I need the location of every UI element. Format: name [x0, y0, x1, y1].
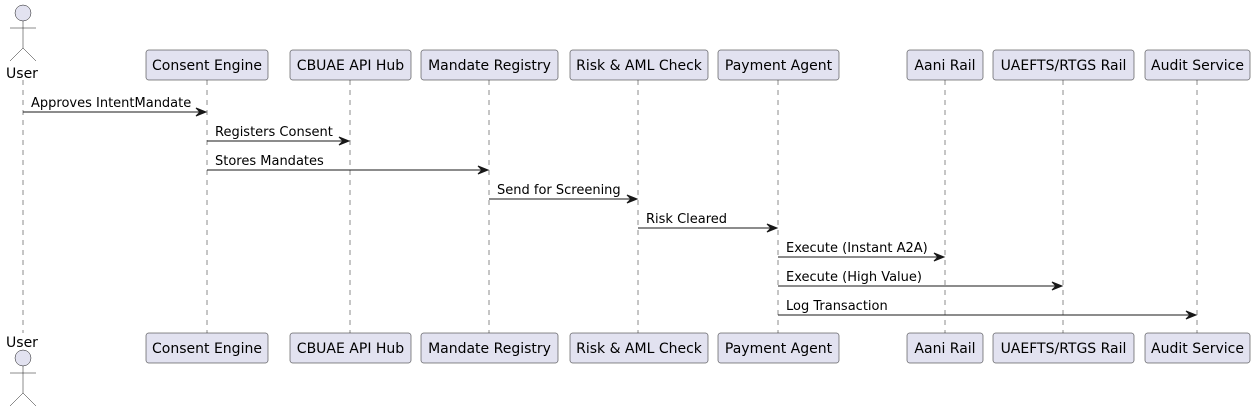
actor-label: User [6, 335, 38, 351]
participant-risk-aml-check-bottom: Risk & AML Check [569, 332, 709, 364]
arrowhead-icon [933, 252, 946, 262]
participant-label: Risk & AML Check [576, 58, 703, 74]
message-arrow: Stores Mandates [207, 154, 490, 175]
message-arrow: Risk Cleared [638, 212, 779, 233]
message-label: Execute (High Value) [786, 270, 922, 285]
participant-box [569, 49, 709, 81]
message-label: Stores Mandates [215, 154, 324, 169]
participant-label: UAEFTS/RTGS Rail [1001, 341, 1127, 357]
participant-box [420, 49, 559, 81]
participant-label: Payment Agent [725, 341, 833, 357]
participant-aani-rail-bottom: Aani Rail [906, 332, 984, 364]
message-label: Send for Screening [497, 183, 621, 198]
participant-box [1144, 49, 1251, 81]
message-label: Risk Cleared [646, 212, 727, 227]
message-label: Execute (Instant A2A) [786, 241, 928, 256]
participant-cbuae-api-hub-bottom: CBUAE API Hub [289, 332, 412, 364]
arrowhead-icon [338, 136, 351, 146]
participant-box [1144, 332, 1251, 364]
participant-payment-agent-top: Payment Agent [717, 49, 840, 81]
participant-uaefts-rtgs-rail-top: UAEFTS/RTGS Rail [992, 49, 1135, 81]
participant-label: Consent Engine [152, 58, 262, 74]
arrowhead-icon [477, 165, 490, 175]
actor-user-bottom: User [6, 4, 38, 82]
participant-box [992, 332, 1135, 364]
participant-label: Aani Rail [914, 341, 975, 357]
participant-risk-aml-check-top: Risk & AML Check [569, 49, 709, 81]
participant-label: Aani Rail [914, 58, 975, 74]
actor-user-top: User [6, 335, 38, 407]
participant-label: CBUAE API Hub [297, 58, 404, 74]
participant-box [145, 49, 269, 81]
participant-audit-service-top: Audit Service [1144, 49, 1251, 81]
actor-head-icon [14, 349, 32, 367]
participant-mandate-registry-top: Mandate Registry [420, 49, 559, 81]
participant-payment-agent-bottom: Payment Agent [717, 332, 840, 364]
actor-legs [9, 392, 37, 407]
message-arrow: Send for Screening [489, 183, 639, 204]
participant-box [145, 332, 269, 364]
participant-box [289, 332, 412, 364]
arrowhead-icon [1185, 310, 1198, 320]
participant-label: Mandate Registry [428, 58, 551, 74]
participant-box [289, 49, 412, 81]
participant-box [569, 332, 709, 364]
participant-box [420, 332, 559, 364]
participant-box [992, 49, 1135, 81]
participant-label: CBUAE API Hub [297, 341, 404, 357]
message-label: Registers Consent [215, 125, 333, 140]
bottom-participant-row: User Consent Engine CBUAE API Hub Mandate R… [6, 332, 1251, 407]
participant-cbuae-api-hub-top: CBUAE API Hub [289, 49, 412, 81]
participant-uaefts-rtgs-rail-bottom: UAEFTS/RTGS Rail [992, 332, 1135, 364]
actor-legs [9, 47, 37, 62]
participant-audit-service-bottom: Audit Service [1144, 332, 1251, 364]
participant-label: Mandate Registry [428, 341, 551, 357]
lifelines [22, 80, 1198, 333]
participant-mandate-registry-bottom: Mandate Registry [420, 332, 559, 364]
message-arrow: Execute (High Value) [778, 270, 1064, 291]
actor-label: User [6, 66, 38, 82]
participant-label: Risk & AML Check [576, 341, 703, 357]
actor-head-icon [14, 4, 32, 22]
participant-label: Audit Service [1151, 341, 1244, 357]
participant-label: Audit Service [1151, 58, 1244, 74]
message-arrow: Registers Consent [207, 125, 351, 146]
participant-consent-engine-top: Consent Engine [145, 49, 269, 81]
message-arrow: Approves IntentMandate [23, 96, 208, 117]
participant-box [717, 332, 840, 364]
message-label: Approves IntentMandate [31, 96, 191, 111]
top-participant-row: User Consent Engine CBUAE API Hub Mandate R… [6, 4, 1251, 82]
arrowhead-icon [1051, 281, 1064, 291]
arrowhead-icon [626, 194, 639, 204]
participant-box [906, 332, 984, 364]
participant-label: UAEFTS/RTGS Rail [1001, 58, 1127, 74]
message-label: Log Transaction [786, 299, 888, 314]
arrowhead-icon [195, 107, 208, 117]
participant-consent-engine-bottom: Consent Engine [145, 332, 269, 364]
participant-label: Consent Engine [152, 341, 262, 357]
participant-box [906, 49, 984, 81]
arrowhead-icon [766, 223, 779, 233]
participant-label: Payment Agent [725, 58, 833, 74]
message-arrow: Execute (Instant A2A) [778, 241, 946, 262]
participant-box [717, 49, 840, 81]
participant-aani-rail-top: Aani Rail [906, 49, 984, 81]
message-arrow: Log Transaction [778, 299, 1198, 320]
